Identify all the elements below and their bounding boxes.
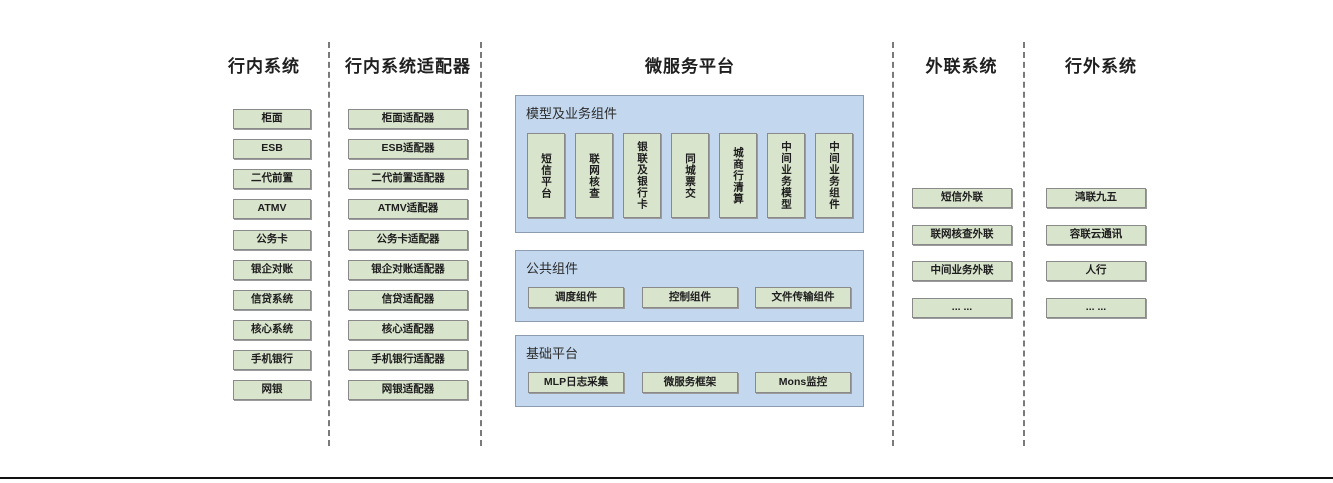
node-external-link-1[interactable]: 短信外联 (912, 188, 1012, 208)
vnode-model-2[interactable]: 联网核查 (575, 133, 613, 218)
node-adapter-10[interactable]: 网银适配器 (348, 380, 468, 400)
node-inbank-5[interactable]: 公务卡 (233, 230, 311, 250)
bottom-divider (0, 477, 1333, 479)
vnode-model-5-label: 城商行清算 (732, 146, 745, 205)
node-base-2[interactable]: 微服务框架 (642, 372, 738, 393)
node-public-2[interactable]: 控制组件 (642, 287, 738, 308)
panel-title-model-business: 模型及业务组件 (526, 106, 618, 121)
node-adapter-4[interactable]: ATMV适配器 (348, 199, 468, 219)
node-outbank-3[interactable]: 人行 (1046, 261, 1146, 281)
node-public-3[interactable]: 文件传输组件 (755, 287, 851, 308)
vnode-model-6[interactable]: 中间业务模型 (767, 133, 805, 218)
node-base-3[interactable]: Mons监控 (755, 372, 851, 393)
column-title-external-link: 外联系统 (925, 57, 998, 76)
vnode-model-3[interactable]: 银联及银行卡 (623, 133, 661, 218)
column-separator-1 (328, 42, 330, 446)
vnode-model-4-label: 同城票交 (684, 152, 697, 199)
vnode-model-7-label: 中间业务组件 (828, 141, 841, 210)
node-adapter-6[interactable]: 银企对账适配器 (348, 260, 468, 280)
node-inbank-9[interactable]: 手机银行 (233, 350, 311, 370)
column-separator-3 (892, 42, 894, 446)
node-outbank-4[interactable]: ... ... (1046, 298, 1146, 318)
node-external-link-3[interactable]: 中间业务外联 (912, 261, 1012, 281)
node-inbank-1[interactable]: 柜面 (233, 109, 311, 129)
node-outbank-1[interactable]: 鸿联九五 (1046, 188, 1146, 208)
panel-public-components: 公共组件 (515, 250, 864, 322)
node-inbank-7[interactable]: 信贷系统 (233, 290, 311, 310)
panel-base-platform: 基础平台 (515, 335, 864, 407)
node-adapter-1[interactable]: 柜面适配器 (348, 109, 468, 129)
column-separator-4 (1023, 42, 1025, 446)
vnode-model-2-label: 联网核查 (588, 152, 601, 199)
node-inbank-2[interactable]: ESB (233, 139, 311, 159)
node-inbank-4[interactable]: ATMV (233, 199, 311, 219)
node-inbank-10[interactable]: 网银 (233, 380, 311, 400)
vnode-model-7[interactable]: 中间业务组件 (815, 133, 853, 218)
node-inbank-8[interactable]: 核心系统 (233, 320, 311, 340)
column-title-platform: 微服务平台 (645, 57, 735, 76)
node-adapter-7[interactable]: 信贷适配器 (348, 290, 468, 310)
node-external-link-4[interactable]: ... ... (912, 298, 1012, 318)
column-title-adapter: 行内系统适配器 (345, 57, 471, 76)
vnode-model-1-label: 短信平台 (540, 152, 553, 199)
panel-title-public-components: 公共组件 (526, 261, 579, 276)
vnode-model-5[interactable]: 城商行清算 (719, 133, 757, 218)
panel-title-base-platform: 基础平台 (526, 346, 579, 361)
node-base-1[interactable]: MLP日志采集 (528, 372, 624, 393)
node-adapter-5[interactable]: 公务卡适配器 (348, 230, 468, 250)
node-adapter-2[interactable]: ESB适配器 (348, 139, 468, 159)
node-outbank-2[interactable]: 容联云通讯 (1046, 225, 1146, 245)
column-separator-2 (480, 42, 482, 446)
node-inbank-3[interactable]: 二代前置 (233, 169, 311, 189)
node-inbank-6[interactable]: 银企对账 (233, 260, 311, 280)
vnode-model-4[interactable]: 同城票交 (671, 133, 709, 218)
node-external-link-2[interactable]: 联网核查外联 (912, 225, 1012, 245)
node-adapter-3[interactable]: 二代前置适配器 (348, 169, 468, 189)
node-adapter-9[interactable]: 手机银行适配器 (348, 350, 468, 370)
vnode-model-6-label: 中间业务模型 (780, 141, 793, 210)
vnode-model-1[interactable]: 短信平台 (527, 133, 565, 218)
column-title-outbank: 行外系统 (1065, 57, 1137, 76)
node-adapter-8[interactable]: 核心适配器 (348, 320, 468, 340)
vnode-model-3-label: 银联及银行卡 (636, 141, 649, 210)
node-public-1[interactable]: 调度组件 (528, 287, 624, 308)
column-title-inbank: 行内系统 (228, 57, 300, 76)
